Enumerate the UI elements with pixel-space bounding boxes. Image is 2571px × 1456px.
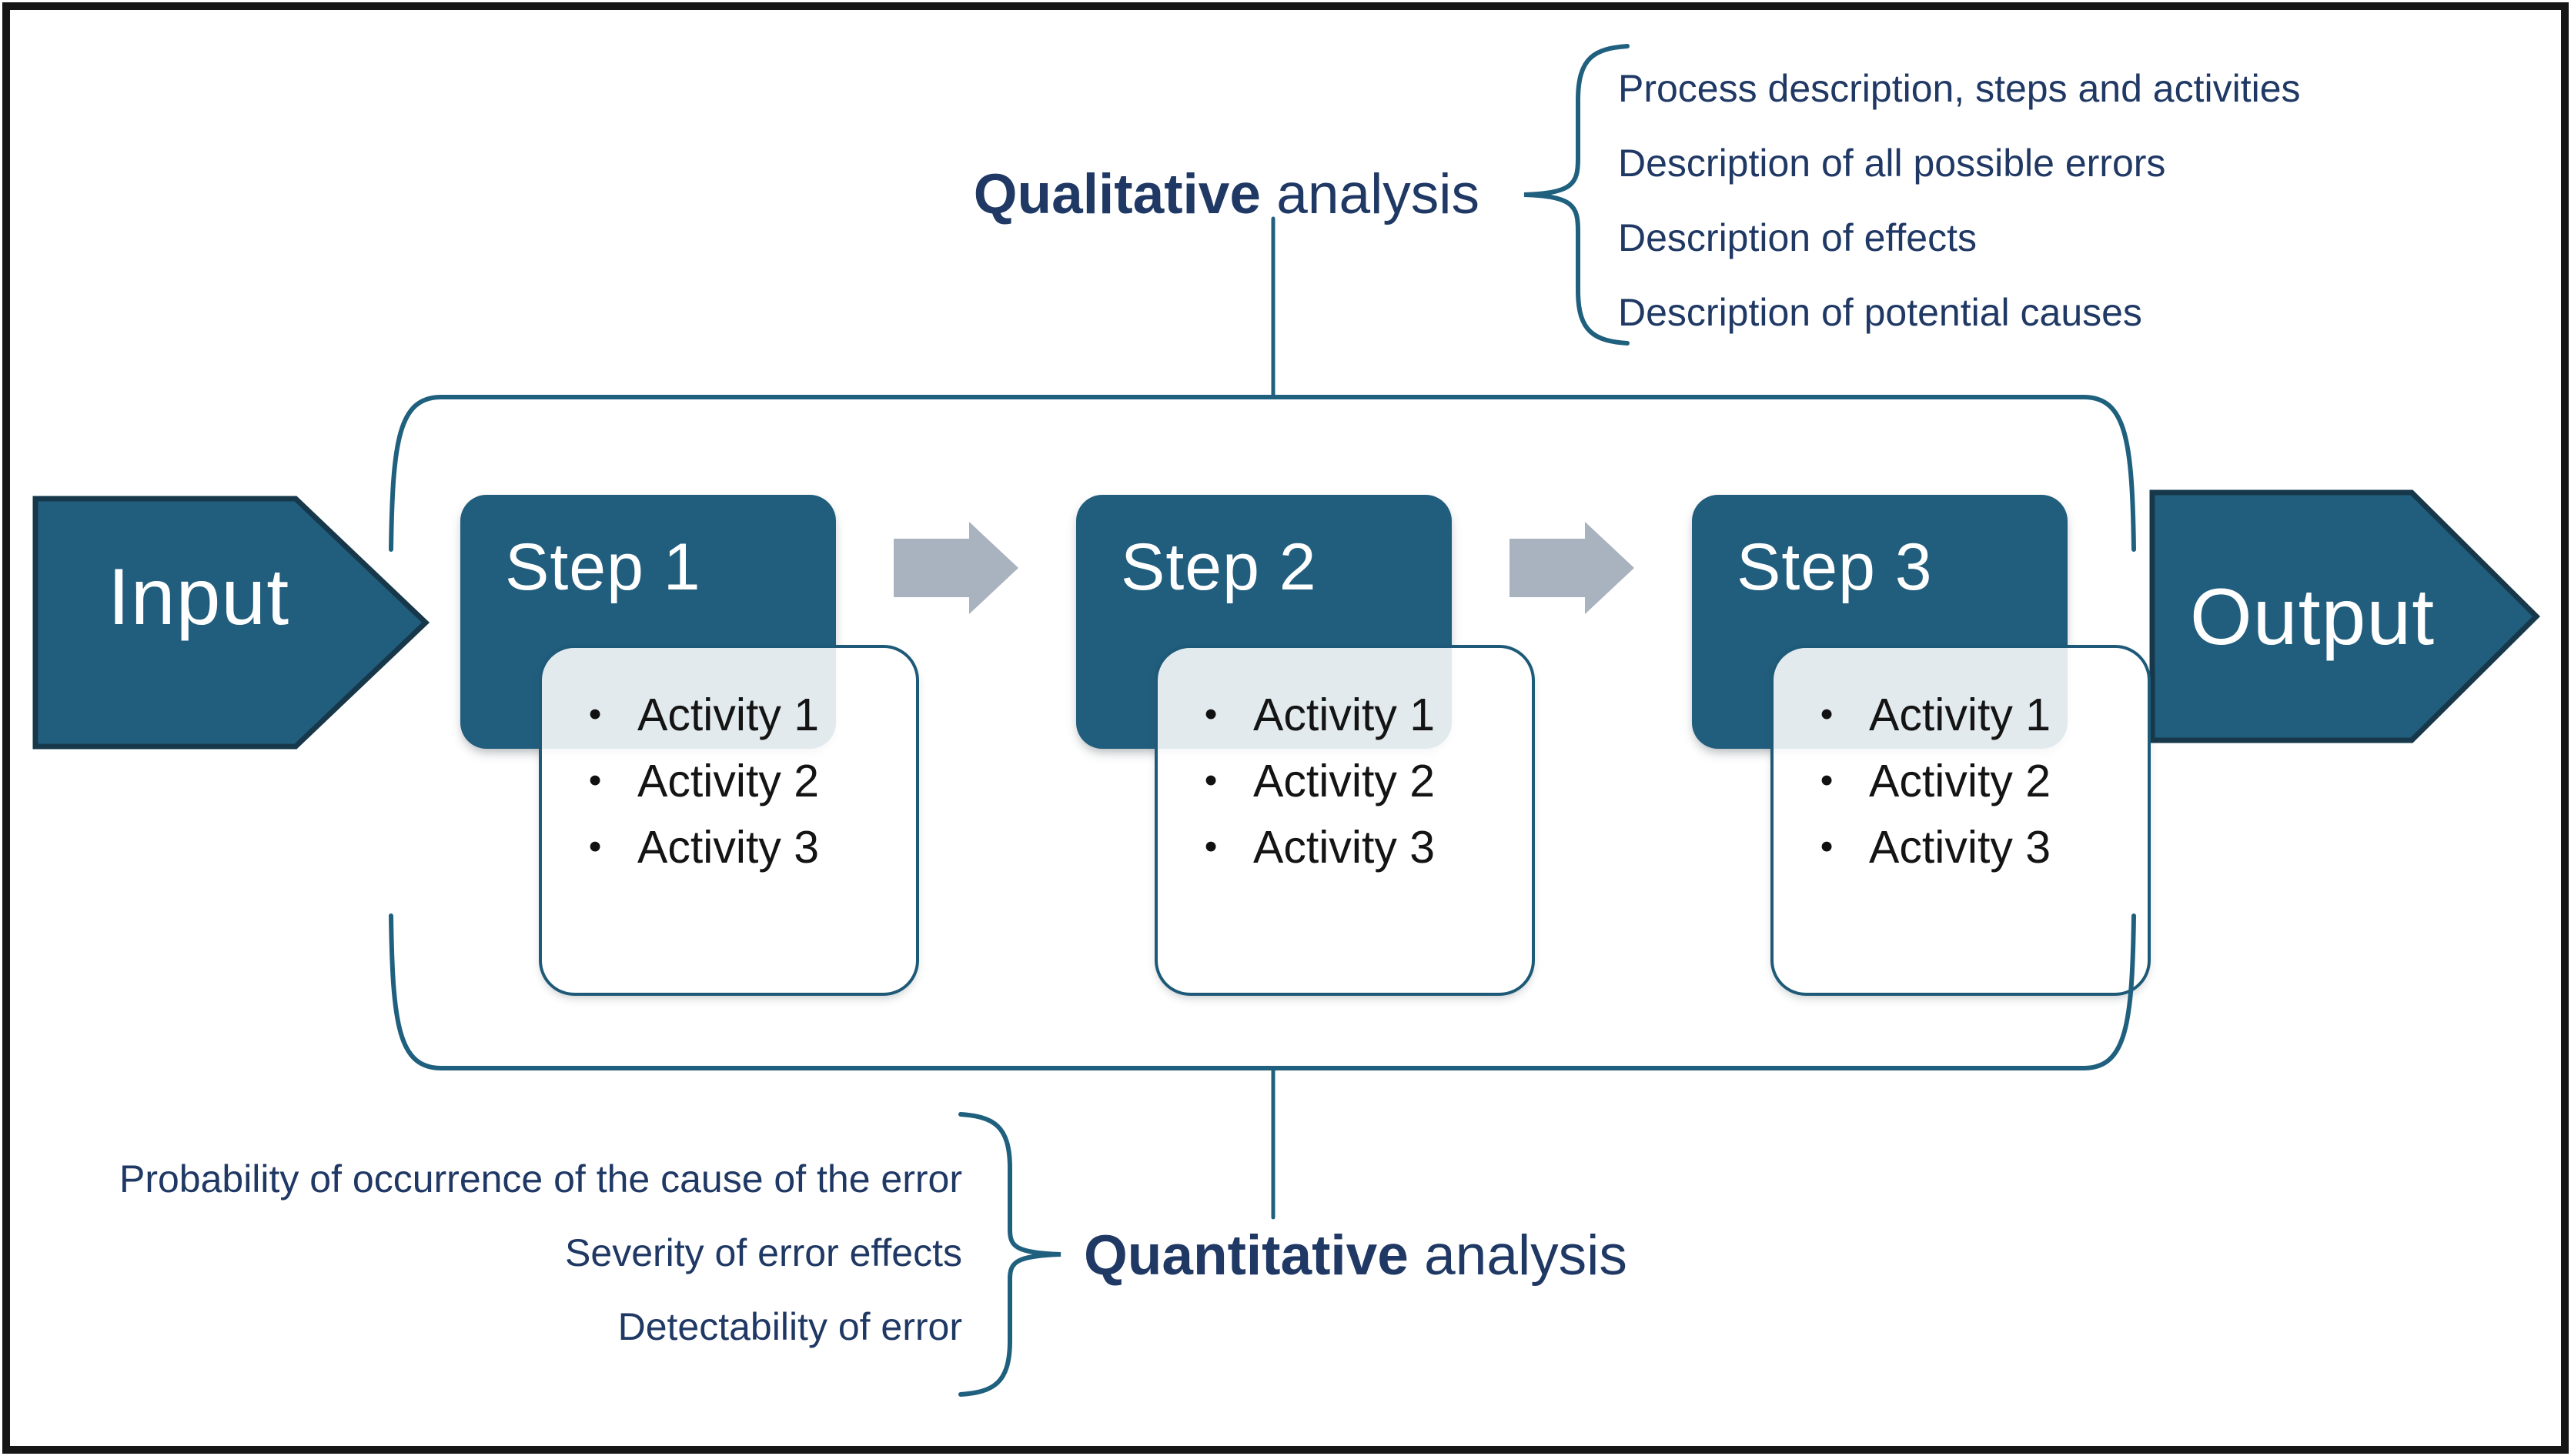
quantitative-brace-icon bbox=[958, 1112, 1061, 1397]
activity-label: Activity 3 bbox=[637, 822, 820, 873]
bullet-icon: ● bbox=[1204, 833, 1219, 859]
step-group-3: Step 3 ● Activity 1 ● Activity 2 ● Activity… bbox=[1692, 495, 2231, 1018]
activity-label: Activity 1 bbox=[1869, 690, 2051, 740]
bullet-icon: ● bbox=[1204, 700, 1219, 726]
activity-item: ● Activity 3 bbox=[1817, 814, 2148, 880]
qualitative-word: Qualitative bbox=[973, 163, 1261, 225]
bullet-icon: ● bbox=[588, 766, 603, 793]
qualitative-item: Description of potential causes bbox=[1618, 291, 2142, 334]
activity-label: Activity 2 bbox=[637, 756, 820, 806]
quantitative-item: Severity of error effects bbox=[565, 1231, 962, 1274]
activity-list: ● Activity 1 ● Activity 2 ● Activity 3 bbox=[1774, 648, 2148, 880]
steps-bracket-top bbox=[389, 395, 2136, 552]
activity-label: Activity 3 bbox=[1253, 822, 1436, 873]
qualitative-item: Description of effects bbox=[1618, 216, 1977, 259]
step-activities-card: ● Activity 1 ● Activity 2 ● Activity 3 bbox=[539, 645, 919, 996]
activity-item: ● Activity 2 bbox=[1201, 748, 1532, 814]
arrow-right-icon bbox=[1510, 522, 1634, 614]
activity-item: ● Activity 3 bbox=[1201, 814, 1532, 880]
bullet-icon: ● bbox=[1820, 766, 1834, 793]
input-arrow-shape bbox=[32, 496, 430, 750]
activity-list: ● Activity 1 ● Activity 2 ● Activity 3 bbox=[1158, 648, 1532, 880]
step-group-1: Step 1 ● Activity 1 ● Activity 2 ● Activity… bbox=[460, 495, 999, 1018]
output-arrow-shape bbox=[2149, 489, 2540, 743]
step-activities-card: ● Activity 1 ● Activity 2 ● Activity 3 bbox=[1770, 645, 2151, 996]
activity-label: Activity 2 bbox=[1869, 756, 2051, 806]
step-activities-card: ● Activity 1 ● Activity 2 ● Activity 3 bbox=[1155, 645, 1535, 996]
steps-bracket-bottom bbox=[389, 913, 2136, 1070]
step-title: Step 3 bbox=[1737, 530, 1933, 604]
output-label: Output bbox=[2189, 573, 2436, 662]
analysis-word: analysis bbox=[1260, 163, 1479, 225]
analysis-word: analysis bbox=[1408, 1224, 1627, 1287]
activity-item: ● Activity 1 bbox=[1201, 682, 1532, 748]
quantitative-word: Quantitative bbox=[1084, 1224, 1409, 1287]
qualitative-items: Process description, steps and activitie… bbox=[1618, 68, 2301, 366]
qualitative-brace-icon bbox=[1523, 44, 1630, 346]
activity-list: ● Activity 1 ● Activity 2 ● Activity 3 bbox=[542, 648, 916, 880]
quantitative-item: Probability of occurrence of the cause o… bbox=[119, 1157, 962, 1201]
qualitative-item: Description of all possible errors bbox=[1618, 142, 2166, 185]
activity-item: ● Activity 3 bbox=[585, 814, 916, 880]
bullet-icon: ● bbox=[1820, 833, 1834, 859]
quantitative-analysis-label: Quantitative analysis bbox=[1084, 1226, 1627, 1286]
arrow-right-icon bbox=[894, 522, 1018, 614]
step-title: Step 1 bbox=[505, 530, 701, 604]
activity-item: ● Activity 1 bbox=[1817, 682, 2148, 748]
activity-item: ● Activity 2 bbox=[585, 748, 916, 814]
activity-label: Activity 3 bbox=[1869, 822, 2051, 873]
activity-item: ● Activity 2 bbox=[1817, 748, 2148, 814]
activity-item: ● Activity 1 bbox=[585, 682, 916, 748]
bullet-icon: ● bbox=[588, 700, 603, 726]
bullet-icon: ● bbox=[588, 833, 603, 859]
bullet-icon: ● bbox=[1820, 700, 1834, 726]
quantitative-item: Detectability of error bbox=[617, 1305, 962, 1348]
activity-label: Activity 2 bbox=[1253, 756, 1436, 806]
step-title: Step 2 bbox=[1121, 530, 1317, 604]
quantitative-items: Probability of occurrence of the cause o… bbox=[119, 1158, 962, 1380]
qualitative-item: Process description, steps and activitie… bbox=[1618, 67, 2301, 110]
bullet-icon: ● bbox=[1204, 766, 1219, 793]
qualitative-analysis-label: Qualitative analysis bbox=[864, 165, 1479, 225]
activity-label: Activity 1 bbox=[637, 690, 820, 740]
input-label: Input bbox=[107, 553, 290, 642]
step-group-2: Step 2 ● Activity 1 ● Activity 2 ● Activity… bbox=[1076, 495, 1615, 1018]
activity-label: Activity 1 bbox=[1253, 690, 1436, 740]
